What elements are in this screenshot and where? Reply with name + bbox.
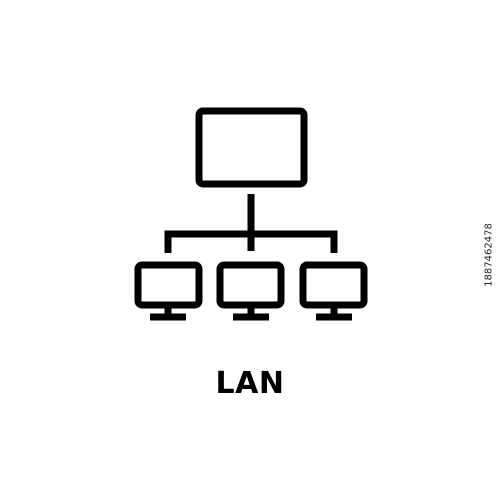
network-connector-lines (164, 194, 338, 253)
client-monitor-left-icon (134, 261, 203, 321)
server-monitor-icon (195, 107, 308, 188)
stock-id-label: 1887462478 (484, 223, 495, 287)
icon-caption: LAN (215, 366, 285, 401)
client-monitor-right-icon (299, 261, 368, 321)
stock-id-text: 1887462478 (483, 223, 495, 287)
client-monitor-center-icon (216, 261, 285, 321)
